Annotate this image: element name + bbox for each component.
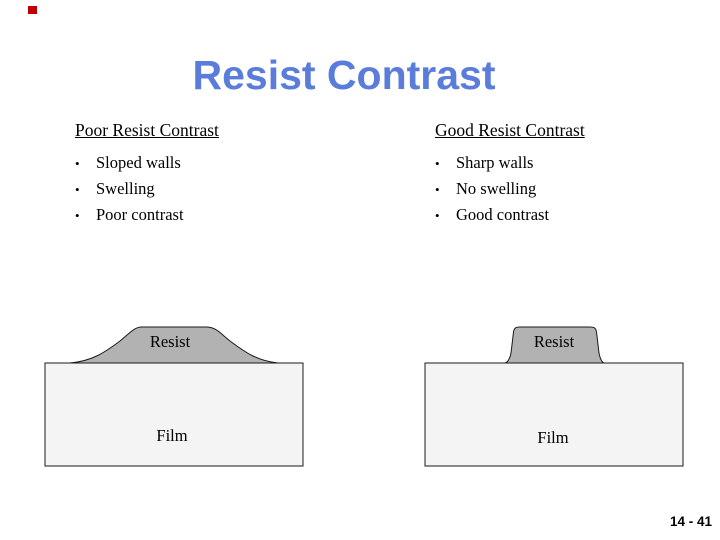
sloped-resist-shape (62, 326, 279, 364)
bullet-text: Swelling (96, 179, 155, 198)
poor-contrast-bullet-list: • Sloped walls • Swelling • Poor contras… (75, 150, 335, 228)
film-label: Film (156, 426, 188, 445)
bullet-icon: • (75, 208, 80, 223)
bullet-text: Sloped walls (96, 153, 181, 172)
list-item: • Good contrast (435, 202, 695, 228)
list-item: • Poor contrast (75, 202, 335, 228)
sharp-resist-profile-drawing (424, 326, 684, 467)
page-title: Resist Contrast (192, 52, 496, 98)
resist-label: Resist (533, 332, 575, 351)
bullet-text: Sharp walls (456, 153, 534, 172)
bullet-text: Good contrast (456, 205, 550, 224)
good-contrast-column: Good Resist Contrast • Sharp walls • No … (435, 120, 695, 228)
bullet-text: Poor contrast (96, 205, 184, 224)
bullet-icon: • (435, 182, 440, 197)
corner-mark (28, 6, 37, 14)
sharp-resist-shape (504, 326, 605, 364)
bullet-text: No swelling (456, 179, 537, 198)
list-item: • Sharp walls (435, 150, 695, 176)
film-rect (44, 362, 304, 467)
good-contrast-diagram: Resist Film (424, 325, 684, 467)
list-item: • No swelling (435, 176, 695, 202)
list-item: • Sloped walls (75, 150, 335, 176)
resist-label: Resist (149, 332, 191, 351)
sloped-resist-profile-drawing (44, 326, 304, 467)
bullet-icon: • (75, 182, 80, 197)
poor-contrast-heading: Poor Resist Contrast (75, 120, 219, 140)
poor-contrast-column: Poor Resist Contrast • Sloped walls • Sw… (75, 120, 335, 228)
page-number: 14 - 41 (669, 514, 712, 529)
list-item: • Swelling (75, 176, 335, 202)
poor-contrast-diagram: Resist Film (44, 325, 304, 467)
bullet-icon: • (75, 156, 80, 171)
bullet-icon: • (435, 208, 440, 223)
bullet-icon: • (435, 156, 440, 171)
film-label: Film (537, 428, 569, 447)
good-contrast-bullet-list: • Sharp walls • No swelling • Good contr… (435, 150, 695, 228)
film-rect (424, 362, 684, 467)
good-contrast-heading: Good Resist Contrast (435, 120, 585, 140)
